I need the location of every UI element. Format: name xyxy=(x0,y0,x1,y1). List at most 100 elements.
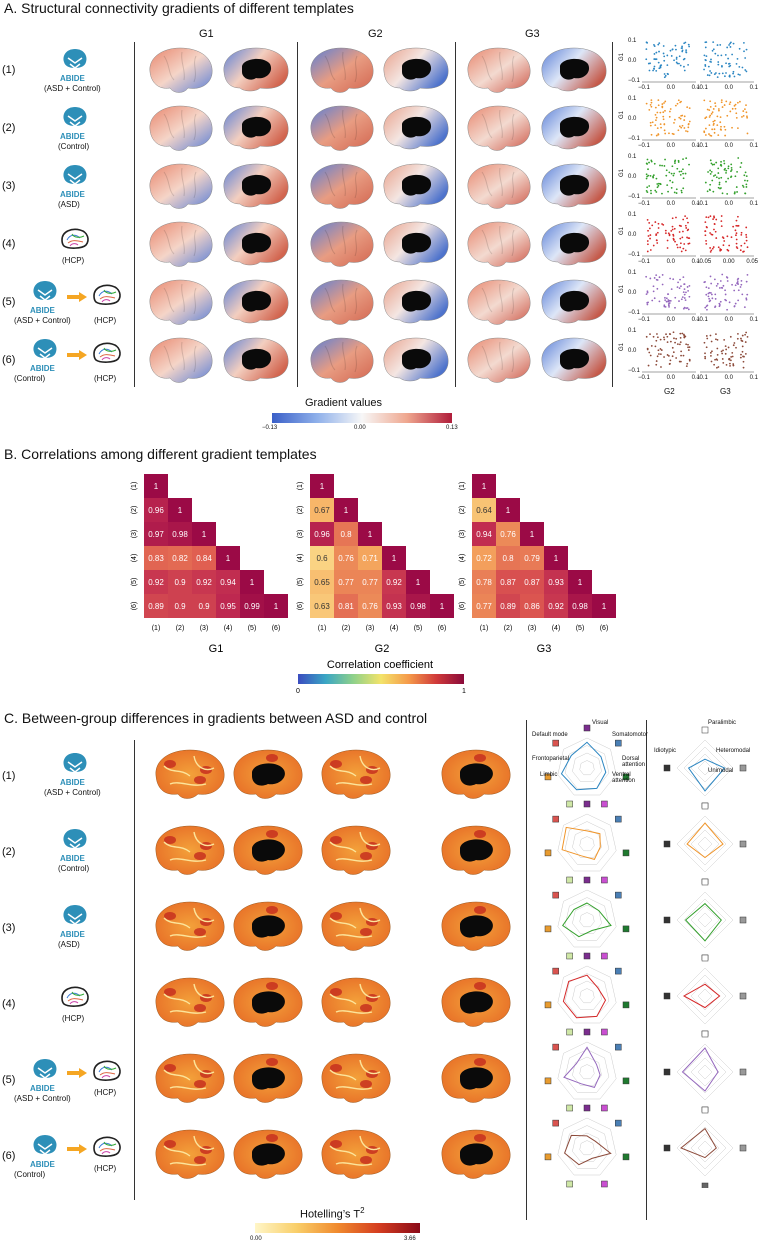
row-number: (6) xyxy=(2,354,16,366)
matrix-cell xyxy=(334,546,358,570)
brain-lateral-g1 xyxy=(144,102,216,159)
matrix-cell xyxy=(472,546,496,570)
scatter-plot-left xyxy=(640,154,698,211)
scatter-xtick: 0.0 xyxy=(724,375,733,381)
scatter-xtick: 0.05 xyxy=(746,259,758,265)
scatter-xtick: 0.0 xyxy=(724,85,733,91)
scatter-xtick: 0.1 xyxy=(691,143,700,149)
matrix-cell xyxy=(264,594,288,618)
matrix-cell xyxy=(216,594,240,618)
matrix-xtick: (4) xyxy=(390,625,399,632)
scatter-xtick: −0.1 xyxy=(696,85,708,91)
radar-network-chart xyxy=(532,1028,642,1117)
matrix-cell xyxy=(192,546,216,570)
scatter-xtick: 0.0 xyxy=(724,143,733,149)
scatter-xtick: 0.0 xyxy=(666,317,675,323)
matrix-value: 0.9 xyxy=(174,578,186,587)
matrix-xtick: (6) xyxy=(600,625,609,632)
col-header-g3: G3 xyxy=(525,28,540,40)
scatter-ytick: 0.0 xyxy=(628,232,637,238)
gradient-colorbar xyxy=(272,413,452,423)
arrow-icon xyxy=(66,1066,88,1084)
matrix-value: 1 xyxy=(344,506,349,515)
matrix-value: 0.99 xyxy=(244,602,260,611)
row-number: (6) xyxy=(2,1150,16,1162)
brain-hotelling-map xyxy=(228,822,308,883)
matrix-value: 0.78 xyxy=(476,578,492,587)
scatter-plot-left xyxy=(640,328,698,385)
row-number: (1) xyxy=(2,64,16,76)
brain-hotelling-map xyxy=(150,1050,230,1111)
scatter-ytick: −0.1 xyxy=(628,368,640,374)
matrix-cell xyxy=(144,522,168,546)
hcp-brain-icon xyxy=(90,282,124,313)
brain-lateral-g3 xyxy=(462,334,534,391)
brain-medial-g3 xyxy=(538,334,610,391)
scatter-xtick: 0.1 xyxy=(749,317,758,323)
matrix-ytick: (1) xyxy=(131,482,138,491)
matrix-cell xyxy=(144,570,168,594)
abide-logo-icon xyxy=(58,826,92,861)
matrix-xtick: (3) xyxy=(200,625,209,632)
matrix-cell xyxy=(144,474,168,498)
brain-medial-g2 xyxy=(380,218,452,275)
scatter-xtick: −0.1 xyxy=(638,143,650,149)
scatter-xtick: 0.0 xyxy=(666,201,675,207)
hotelling-colorbar-label: Hotelling’s T2 xyxy=(300,1206,365,1221)
row-caption: (ASD + Control) xyxy=(14,316,71,325)
brain-hotelling-map xyxy=(316,746,396,807)
row-number: (4) xyxy=(2,998,16,1010)
matrix-value: 1 xyxy=(178,506,183,515)
matrix-value: 1 xyxy=(274,602,279,611)
brain-hotelling-map xyxy=(150,1126,230,1187)
scatter-xtick: 0.0 xyxy=(666,375,675,381)
matrix-value: 0.96 xyxy=(314,530,330,539)
matrix-cell xyxy=(144,594,168,618)
scatter-plot-left xyxy=(640,212,698,269)
matrix-cell xyxy=(496,522,520,546)
matrix-value: 0.6 xyxy=(316,554,328,563)
brain-medial-g2 xyxy=(380,102,452,159)
matrix-cell xyxy=(406,594,430,618)
scatter-ylabel: G1 xyxy=(619,168,626,178)
abide-logo-text: ABIDE xyxy=(60,854,85,863)
correlation-colorbar xyxy=(298,674,464,684)
matrix-cell xyxy=(382,594,406,618)
hcp-brain-icon xyxy=(58,984,92,1015)
divider-line xyxy=(455,42,456,387)
matrix-value: 0.97 xyxy=(148,530,164,539)
brain-lateral-g2 xyxy=(305,334,377,391)
scatter-xtick: 0.1 xyxy=(749,143,758,149)
matrix-ytick: (3) xyxy=(459,530,466,539)
brain-medial-g2 xyxy=(380,276,452,333)
divider-line xyxy=(297,42,298,387)
brain-hotelling-map xyxy=(436,1126,516,1187)
row-caption: (ASD + Control) xyxy=(44,84,101,93)
brain-hotelling-map xyxy=(316,1126,396,1187)
matrix-cell xyxy=(520,546,544,570)
scatter-ytick: 0.1 xyxy=(628,96,637,102)
scatter-plot-right xyxy=(698,328,756,385)
matrix-ytick: (4) xyxy=(297,554,304,563)
matrix-label: G2 xyxy=(375,643,390,655)
brain-lateral-g1 xyxy=(144,276,216,333)
matrix-value: 0.87 xyxy=(524,578,540,587)
section-a-title: A. Structural connectivity gradients of … xyxy=(4,0,354,16)
brain-medial-g1 xyxy=(220,218,292,275)
matrix-cell xyxy=(520,570,544,594)
matrix-value: 1 xyxy=(482,482,487,491)
matrix-value: 0.96 xyxy=(148,506,164,515)
matrix-cell xyxy=(240,570,264,594)
matrix-xtick: (2) xyxy=(176,625,185,632)
scatter-ytick: 0.1 xyxy=(628,38,637,44)
matrix-ytick: (5) xyxy=(459,578,466,587)
matrix-ytick: (5) xyxy=(297,578,304,587)
matrix-xtick: (2) xyxy=(504,625,513,632)
matrix-xtick: (1) xyxy=(152,625,161,632)
